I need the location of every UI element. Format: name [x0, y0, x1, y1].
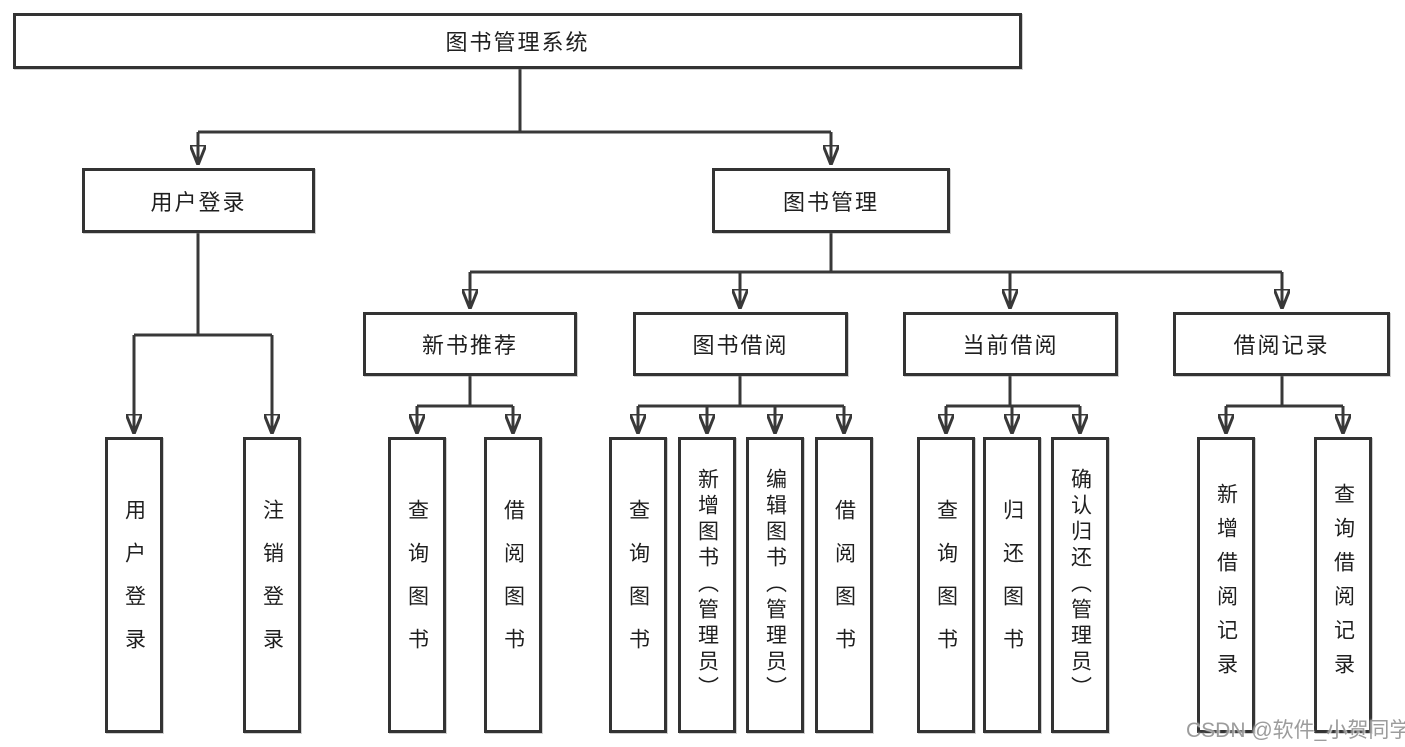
node-new-book-recommend-label: 新书推荐 [421, 333, 518, 358]
node-book-borrow: 图书借阅 [633, 312, 848, 376]
node-user-login: 用户登录 [82, 168, 315, 233]
node-book-management-label: 图书管理 [782, 189, 879, 215]
leaf-borrow-book-2-label: 借阅图书 [832, 499, 856, 671]
leaf-add-borrow-record: 新增借阅记录 [1197, 437, 1255, 733]
leaf-add-book-admin-label: 新增图书（管理员） [695, 468, 719, 702]
leaf-edit-book-admin-label: 编辑图书（管理员） [763, 468, 787, 702]
node-current-borrow: 当前借阅 [903, 312, 1118, 376]
leaf-borrow-book-1-label: 借阅图书 [501, 499, 525, 671]
leaf-return-book-label: 归还图书 [1000, 499, 1024, 671]
leaf-query-book-3: 查询图书 [917, 437, 975, 733]
leaf-edit-book-admin: 编辑图书（管理员） [746, 437, 804, 733]
connector-current-borrow-trunk [946, 376, 1080, 408]
node-root-label: 图书管理系统 [445, 30, 590, 55]
node-root-library-system: 图书管理系统 [13, 13, 1022, 69]
node-new-book-recommend: 新书推荐 [363, 312, 577, 376]
leaf-return-book: 归还图书 [983, 437, 1041, 733]
node-borrow-record-label: 借阅记录 [1233, 333, 1330, 358]
connector-book-borrow-trunk [638, 376, 844, 408]
leaf-user-login: 用户登录 [105, 437, 163, 733]
leaf-borrow-book-1: 借阅图书 [484, 437, 542, 733]
csdn-watermark: CSDN @软件_小贺同学 [1186, 719, 1405, 742]
leaf-query-book-3-label: 查询图书 [934, 499, 958, 671]
leaf-add-book-admin: 新增图书（管理员） [678, 437, 736, 733]
leaf-query-book-2: 查询图书 [609, 437, 667, 733]
leaf-logout: 注销登录 [243, 437, 301, 733]
node-book-borrow-label: 图书借阅 [692, 333, 789, 358]
leaf-query-book-1: 查询图书 [388, 437, 446, 733]
connector-user-login-trunk [134, 233, 272, 337]
leaf-add-borrow-record-label: 新增借阅记录 [1214, 483, 1238, 687]
leaf-user-login-label: 用户登录 [122, 499, 146, 671]
node-user-login-label: 用户登录 [150, 189, 247, 215]
leaf-query-book-2-label: 查询图书 [626, 499, 650, 671]
leaf-query-book-1-label: 查询图书 [405, 499, 429, 671]
node-book-management: 图书管理 [712, 168, 950, 233]
node-current-borrow-label: 当前借阅 [962, 333, 1059, 358]
leaf-borrow-book-2: 借阅图书 [815, 437, 873, 733]
connector-new-book-trunk [417, 376, 513, 408]
connector-book-management-trunk [470, 233, 1282, 274]
leaf-confirm-return-admin: 确认归还（管理员） [1051, 437, 1109, 733]
connector-borrow-record-trunk [1226, 376, 1343, 408]
leaf-confirm-return-admin-label: 确认归还（管理员） [1068, 468, 1092, 702]
leaf-query-borrow-record-label: 查询借阅记录 [1331, 483, 1355, 687]
node-borrow-record: 借阅记录 [1173, 312, 1390, 376]
connector-root-trunk [198, 69, 831, 134]
leaf-logout-label: 注销登录 [260, 499, 284, 671]
leaf-query-borrow-record: 查询借阅记录 [1314, 437, 1372, 733]
